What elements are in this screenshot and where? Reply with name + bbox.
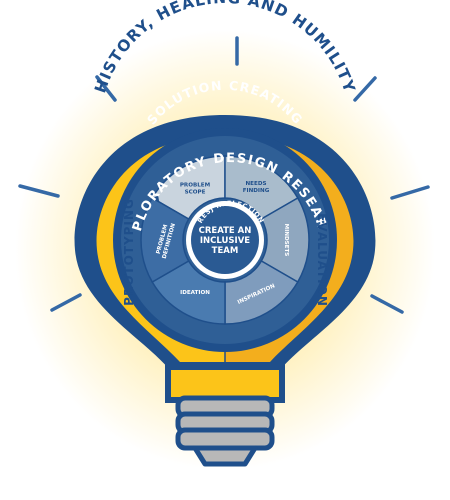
- ray-lower-right: [370, 294, 404, 314]
- segment-label: IDEATION: [180, 290, 210, 296]
- ray-upper-right: [353, 76, 377, 102]
- segment-wedge: [140, 196, 190, 284]
- ray-right: [390, 185, 430, 200]
- center-hub: [186, 201, 264, 279]
- segment-label: MINDSETS: [283, 224, 289, 257]
- ray-lower-left: [50, 293, 82, 312]
- left-half-label: PROTOTYPING: [122, 198, 136, 306]
- light-rays: [18, 36, 430, 314]
- segment-arrow: [152, 195, 160, 202]
- ray-upper-left: [95, 75, 117, 102]
- ray-left: [18, 184, 60, 198]
- segment-ring: [140, 155, 310, 325]
- right-half-label: EVALUATION: [315, 213, 329, 307]
- bulb-base: [165, 359, 285, 467]
